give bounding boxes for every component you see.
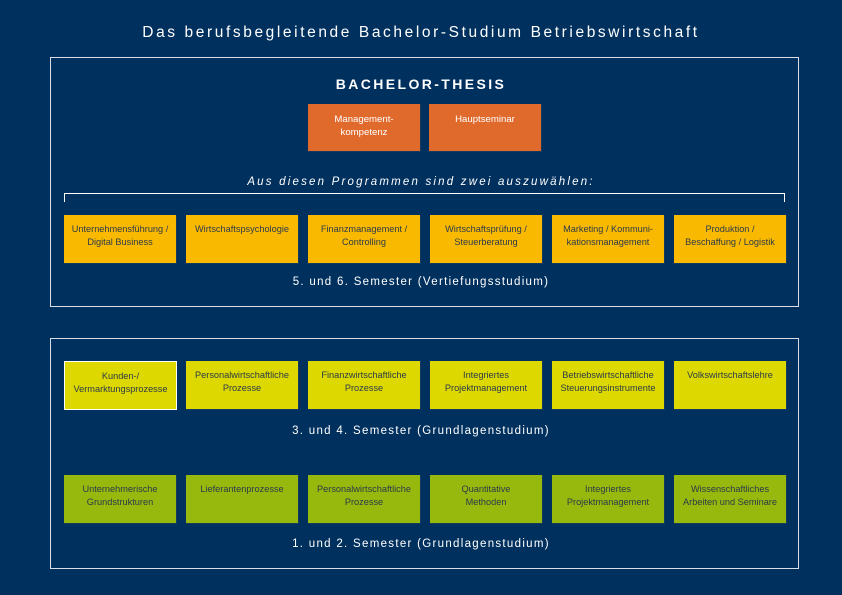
program-produktion[interactable]: Produktion / Beschaffung / Logistik (674, 215, 787, 264)
module-finanzwirtschaftliche-prozesse[interactable]: Finanzwirtschaftliche Prozesse (308, 361, 421, 410)
bachelor-thesis-heading: BACHELOR-THESIS (335, 76, 507, 92)
module-kunden-vermarktungsprozesse[interactable]: Kunden-/ Vermarktungsprozesse (64, 361, 177, 410)
module-lieferantenprozesse[interactable]: Lieferantenprozesse (186, 475, 299, 524)
program-finanzmanagement[interactable]: Finanzmanagement / Controlling (308, 215, 421, 264)
module-personalwirtschaftliche-prozesse[interactable]: Personalwirtschaftliche Prozesse (186, 361, 299, 410)
module-quantitative-methoden[interactable]: Quantitative Methoden (430, 475, 543, 524)
module-wissenschaftliches-arbeiten[interactable]: Wissenschaftliches Arbeiten und Seminare (674, 475, 787, 524)
thesis-module-managementkompetenz[interactable]: Management- kompetenz (308, 104, 421, 152)
program-wirtschaftspruefung[interactable]: Wirtschaftsprüfung / Steuerberatung (430, 215, 543, 264)
module-volkswirtschaftslehre[interactable]: Volkswirtschaftslehre (674, 361, 787, 410)
module-betriebswirtschaftliche-steuerungsinstrumente[interactable]: Betriebswirtschaftliche Steuerungsinstru… (552, 361, 665, 410)
vertiefungsstudium-panel (50, 57, 799, 307)
semester-5-6-label: 5. und 6. Semester (Vertiefungsstudium) (292, 276, 550, 288)
module-integriertes-projektmanagement-1[interactable]: Integriertes Projektmanagement (552, 475, 665, 524)
semester-3-4-label: 3. und 4. Semester (Grundlagenstudium) (292, 425, 550, 437)
module-unternehmerische-grundstrukturen[interactable]: Unternehmerische Grundstrukturen (64, 475, 177, 524)
page-title: Das berufsbegleitende Bachelor-Studium B… (142, 24, 700, 41)
grundlagenstudium-panel (50, 338, 799, 569)
elective-bracket (64, 193, 785, 202)
program-unternehmensfuehrung[interactable]: Unternehmensführung / Digital Business (64, 215, 177, 264)
thesis-module-hauptseminar[interactable]: Hauptseminar (429, 104, 542, 152)
module-personalwirtschaftliche-prozesse-1[interactable]: Personalwirtschaftliche Prozesse (308, 475, 421, 524)
elective-instruction: Aus diesen Programmen sind zwei auszuwäh… (247, 176, 595, 188)
program-marketing[interactable]: Marketing / Kommuni- kationsmanagement (552, 215, 665, 264)
module-integriertes-projektmanagement[interactable]: Integriertes Projektmanagement (430, 361, 543, 410)
semester-1-2-label: 1. und 2. Semester (Grundlagenstudium) (292, 538, 550, 550)
program-wirtschaftspsychologie[interactable]: Wirtschaftspsychologie (186, 215, 299, 264)
